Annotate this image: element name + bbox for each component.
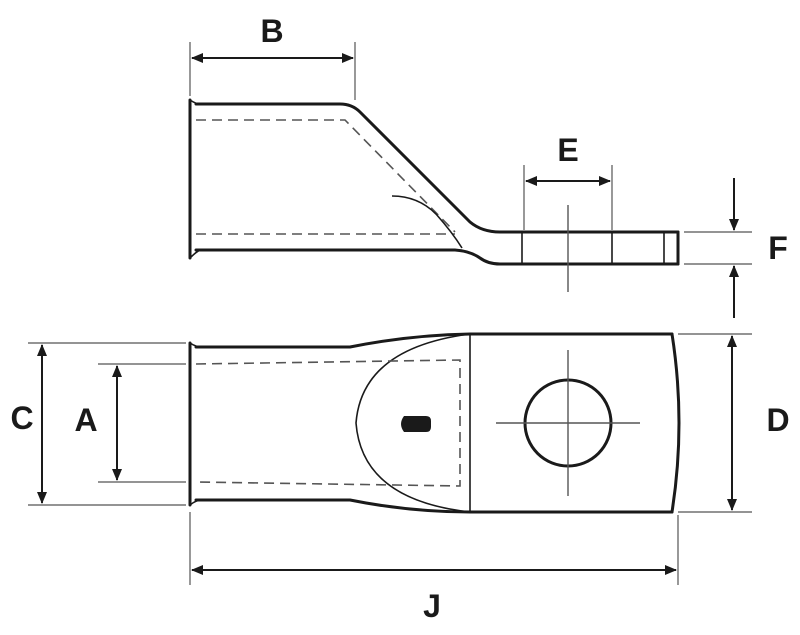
side-bend-curve xyxy=(391,195,463,249)
dim-f-ext-lines xyxy=(684,231,752,265)
dim-d-label: D xyxy=(766,402,789,438)
side-hidden-bore-top xyxy=(196,119,456,233)
dimensions: B E F C A D J xyxy=(10,13,789,624)
dim-e-label: E xyxy=(557,132,578,168)
inspection-window xyxy=(401,416,431,432)
dim-j-ext-lines xyxy=(189,512,679,585)
side-view xyxy=(188,98,680,292)
dim-e-ext-lines xyxy=(523,165,613,230)
dim-f-label: F xyxy=(768,230,788,266)
dim-c-ext-lines xyxy=(28,342,186,506)
dim-c-label: C xyxy=(10,400,33,436)
dim-a-label: A xyxy=(74,402,97,438)
plan-palm-end xyxy=(670,332,681,514)
dim-b-ext-lines xyxy=(189,42,356,100)
dim-a-ext-lines xyxy=(98,363,186,483)
side-bottom-edge xyxy=(194,248,680,266)
plan-barrel-lip xyxy=(189,342,203,506)
plan-view xyxy=(188,332,681,514)
dim-d-ext-lines xyxy=(678,333,752,513)
side-top-edge xyxy=(194,102,680,234)
dim-j-label: J xyxy=(423,588,441,624)
side-tongue-thin-lines xyxy=(521,232,665,264)
plan-transition-arc xyxy=(355,333,471,513)
plan-hidden-bore xyxy=(195,359,461,487)
dim-b-label: B xyxy=(260,13,283,49)
stud-hole-center-lines xyxy=(496,350,640,496)
